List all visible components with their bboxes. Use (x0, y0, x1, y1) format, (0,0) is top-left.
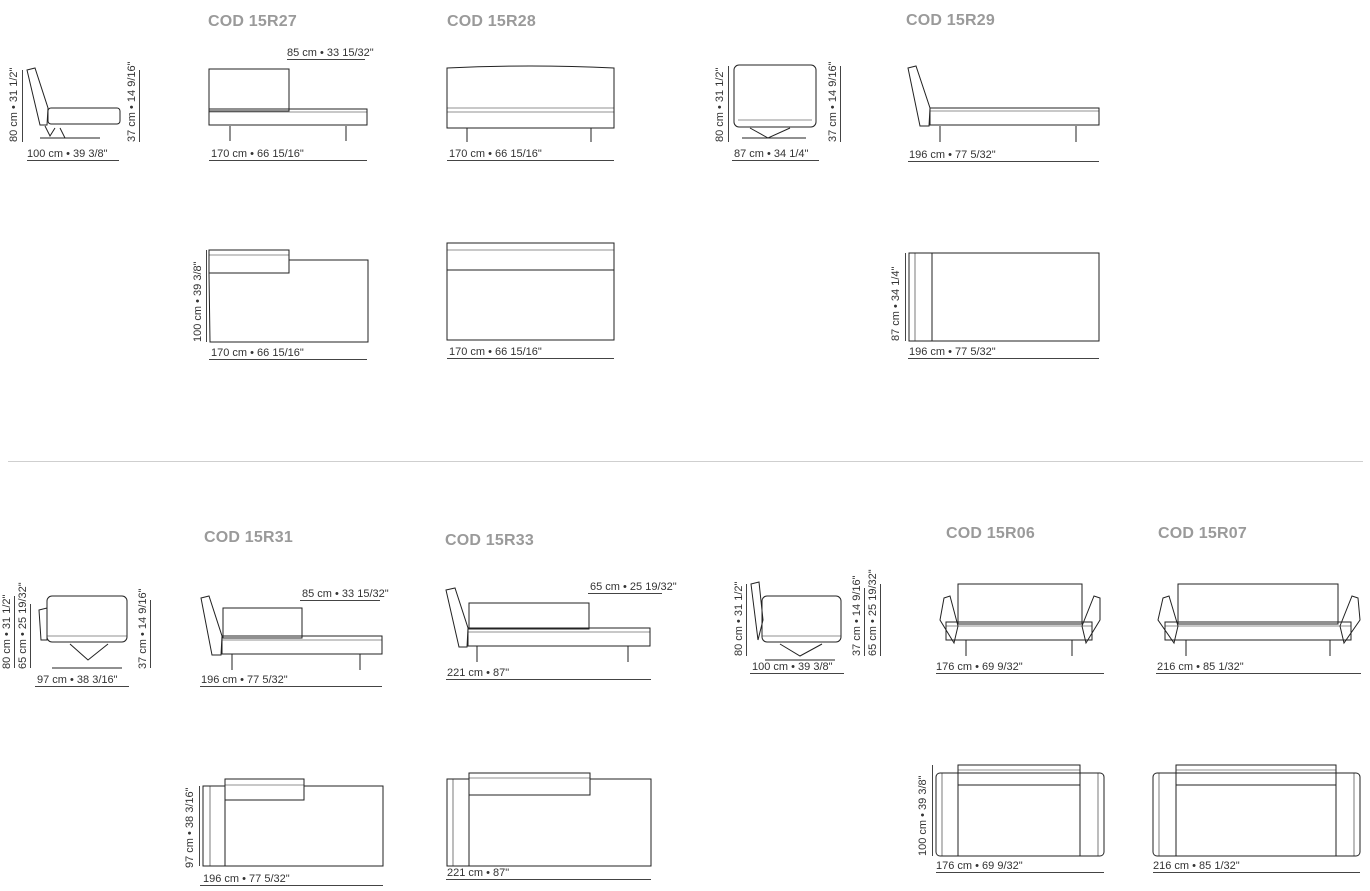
r06-front-view (939, 583, 1101, 656)
dim-line (750, 673, 844, 674)
dim-line (209, 359, 367, 360)
dim-line (200, 885, 383, 886)
dim-r33-plan-width: 221 cm • 87" (447, 867, 510, 879)
dim-line (728, 66, 729, 142)
r33-front-view (445, 587, 651, 662)
code-label-15r33: COD 15R33 (445, 532, 534, 549)
dim-r06-plan-depth: 100 cm • 39 3/8" (917, 775, 929, 856)
dim-line (446, 879, 651, 880)
dim-r06-front-width: 176 cm • 69 9/32" (936, 661, 1023, 673)
dim-r27-side-width: 100 cm • 39 3/8" (27, 148, 108, 160)
code-label-15r29: COD 15R29 (906, 12, 995, 29)
dim-r27-front-width: 170 cm • 66 15/16" (211, 148, 304, 160)
dim-line (864, 588, 865, 656)
dim-line (936, 673, 1104, 674)
dim-line (1156, 673, 1361, 674)
code-label-15r06: COD 15R06 (946, 525, 1035, 542)
dim-line (936, 872, 1104, 873)
dim-line (908, 161, 1099, 162)
dim-r31-front-width: 196 cm • 77 5/32" (201, 674, 288, 686)
dim-r29-front-width: 196 cm • 77 5/32" (909, 149, 996, 161)
r31-side-view (38, 595, 128, 669)
dim-r27-plan-depth: 100 cm • 39 3/8" (192, 261, 204, 342)
r27-front-view (208, 68, 368, 141)
dim-r07-front-width: 216 cm • 85 1/32" (1157, 661, 1244, 673)
dim-r31-plan-width: 196 cm • 77 5/32" (203, 873, 290, 885)
dim-line (447, 358, 614, 359)
section-divider (8, 461, 1363, 462)
dim-line (905, 253, 906, 341)
dim-r06-side-arm: 65 cm • 25 19/32" (867, 569, 879, 656)
dim-line (932, 765, 933, 856)
code-label-15r31: COD 15R31 (204, 529, 293, 546)
r28-plan-view (446, 242, 615, 341)
code-label-15r07: COD 15R07 (1158, 525, 1247, 542)
dim-r06-side-width: 100 cm • 39 3/8" (752, 661, 833, 673)
r06-side-view (750, 581, 842, 661)
code-label-15r27: COD 15R27 (208, 13, 297, 30)
r29-side-view (733, 64, 817, 139)
r31-plan-view (202, 778, 384, 867)
dim-r31-plan-depth: 97 cm • 38 3/16" (184, 787, 196, 868)
dim-r29-side-width: 87 cm • 34 1/4" (734, 148, 809, 160)
dim-r33-front-width: 221 cm • 87" (447, 667, 510, 679)
r06-plan-view (935, 764, 1105, 857)
dim-r07-plan-width: 216 cm • 85 1/32" (1153, 860, 1240, 872)
dim-line (300, 600, 380, 601)
r29-plan-view (908, 252, 1100, 342)
dim-line (206, 250, 207, 342)
dim-r31-side-seat: 37 cm • 14 9/16" (137, 588, 149, 669)
dim-line (30, 604, 31, 668)
dim-r06-plan-width: 176 cm • 69 9/32" (936, 860, 1023, 872)
r33-plan-view (446, 772, 652, 867)
dim-line (199, 786, 200, 866)
r29-front-view (907, 65, 1100, 142)
dim-r29-side-seat: 37 cm • 14 9/16" (827, 61, 839, 142)
dim-line (447, 160, 614, 161)
dim-r29-plan-depth: 87 cm • 34 1/4" (890, 266, 902, 341)
dim-r28-front-width: 170 cm • 66 15/16" (449, 148, 542, 160)
dim-line (732, 160, 819, 161)
dim-r31-side-width: 97 cm • 38 3/16" (37, 674, 118, 686)
r07-front-view (1157, 583, 1361, 656)
dim-line (200, 686, 382, 687)
dim-line (27, 160, 119, 161)
r27-plan-view (208, 249, 369, 343)
dim-line (1153, 872, 1360, 873)
dim-r33-back: 65 cm • 25 19/32" (590, 581, 677, 593)
r27-side-view (26, 67, 121, 139)
dim-r06-side-seat: 37 cm • 14 9/16" (851, 575, 863, 656)
dim-line (35, 686, 129, 687)
dim-r29-plan-width: 196 cm • 77 5/32" (909, 346, 996, 358)
dim-line (840, 66, 841, 142)
dim-line (287, 59, 365, 60)
dim-r06-side-height: 80 cm • 31 1/2" (733, 581, 745, 656)
dim-line (139, 70, 140, 142)
dim-line (908, 358, 1099, 359)
dim-line (880, 584, 881, 656)
r31-front-view (200, 595, 383, 670)
dim-r29-side-height: 80 cm • 31 1/2" (714, 67, 726, 142)
dim-r27-plan-width: 170 cm • 66 15/16" (211, 347, 304, 359)
r28-front-view (446, 65, 615, 142)
r07-plan-view (1152, 764, 1361, 857)
code-label-15r28: COD 15R28 (447, 13, 536, 30)
dim-r28-plan-width: 170 cm • 66 15/16" (449, 346, 542, 358)
dim-r27-side-seat: 37 cm • 14 9/16" (126, 61, 138, 142)
dim-line (150, 600, 151, 668)
dim-r31-side-arm: 65 cm • 25 19/32" (17, 582, 29, 669)
dim-r31-side-height: 80 cm • 31 1/2" (1, 594, 13, 669)
dim-line (209, 160, 367, 161)
dim-line (14, 596, 15, 668)
dim-line (746, 584, 747, 656)
dim-line (588, 593, 662, 594)
dim-line (446, 679, 651, 680)
dim-r27-back: 85 cm • 33 15/32" (287, 47, 374, 59)
dim-r27-side-height: 80 cm • 31 1/2" (8, 67, 20, 142)
dim-line (22, 70, 23, 142)
dim-r31-back: 85 cm • 33 15/32" (302, 588, 389, 600)
